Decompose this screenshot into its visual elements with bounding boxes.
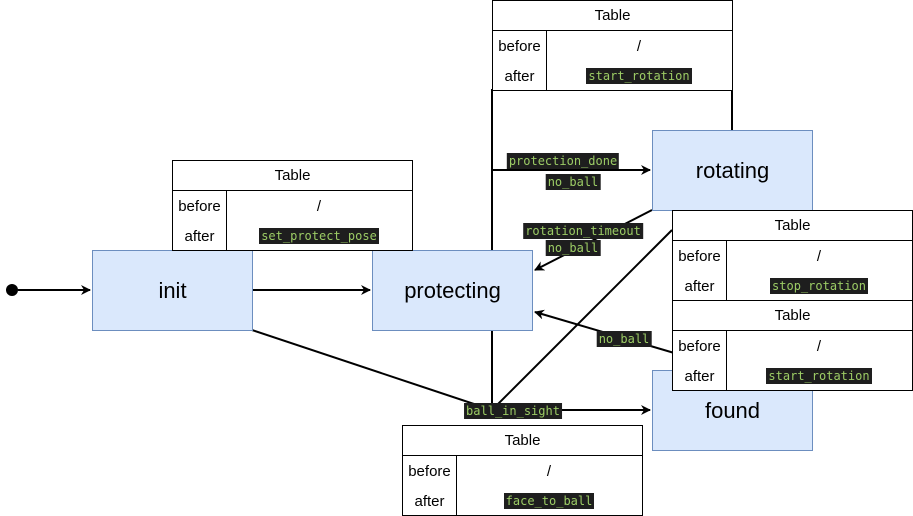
table-divider [226, 191, 227, 250]
table-after-value: start_rotation [586, 68, 692, 84]
edge-label-protection-done: protection_done [506, 153, 620, 169]
table-after-key: after [184, 227, 215, 245]
table-title: Table [403, 426, 642, 456]
table-after-value: set_protect_pose [259, 228, 379, 244]
state-rotating-label: rotating [695, 157, 770, 183]
table-title: Table [173, 161, 412, 191]
edge-label-ball-in-sight: ball_in_sight [464, 403, 562, 419]
table-after-key: after [414, 492, 445, 510]
table-before-value: / [316, 197, 322, 215]
table-after-key: after [684, 367, 715, 385]
state-init-label: init [158, 277, 187, 303]
table-before-key: before [178, 197, 221, 215]
table-before-value: / [816, 337, 822, 355]
state-protecting: protecting [372, 250, 533, 331]
table-after-value: stop_rotation [770, 278, 868, 294]
table-before-value: / [546, 462, 552, 480]
table-after-value: face_to_ball [503, 493, 595, 509]
table-divider [726, 331, 727, 390]
initial-state-dot [6, 284, 18, 296]
table-rotating: Table before / after start_rotation [492, 0, 733, 91]
edge-to-found [251, 329, 651, 415]
table-divider [546, 31, 547, 90]
state-rotating: rotating [652, 130, 813, 211]
table-after-value: start_rotation [766, 368, 872, 384]
table-title: Table [493, 1, 732, 31]
table-before-key: before [498, 37, 541, 55]
edge-found-to-rotating [491, 229, 673, 411]
table-before-key: before [408, 462, 451, 480]
table-after-key: after [684, 277, 715, 295]
table-divider [726, 241, 727, 300]
state-found-label: found [704, 397, 761, 423]
table-after-key: after [504, 67, 535, 85]
edge-label-rotation-timeout: rotation_timeout [523, 223, 643, 239]
table-before-key: before [678, 247, 721, 265]
table-title: Table [673, 301, 912, 331]
table-before-value: / [636, 37, 642, 55]
state-protecting-label: protecting [404, 277, 501, 303]
edge-label-no-ball: no_ball [545, 240, 601, 256]
table-stop-rotation: Table before / after stop_rotation [672, 210, 913, 301]
table-title: Table [673, 211, 912, 241]
table-found: Table before / after start_rotation [672, 300, 913, 391]
table-face-to-ball: Table before / after face_to_ball [402, 425, 643, 516]
table-before-value: / [816, 247, 822, 265]
table-before-key: before [678, 337, 721, 355]
table-protecting: Table before / after set_protect_pose [172, 160, 413, 251]
state-init: init [92, 250, 253, 331]
table-divider [456, 456, 457, 515]
edge-label-no-ball: no_ball [545, 174, 601, 190]
edge-label-no-ball: no_ball [596, 331, 652, 347]
